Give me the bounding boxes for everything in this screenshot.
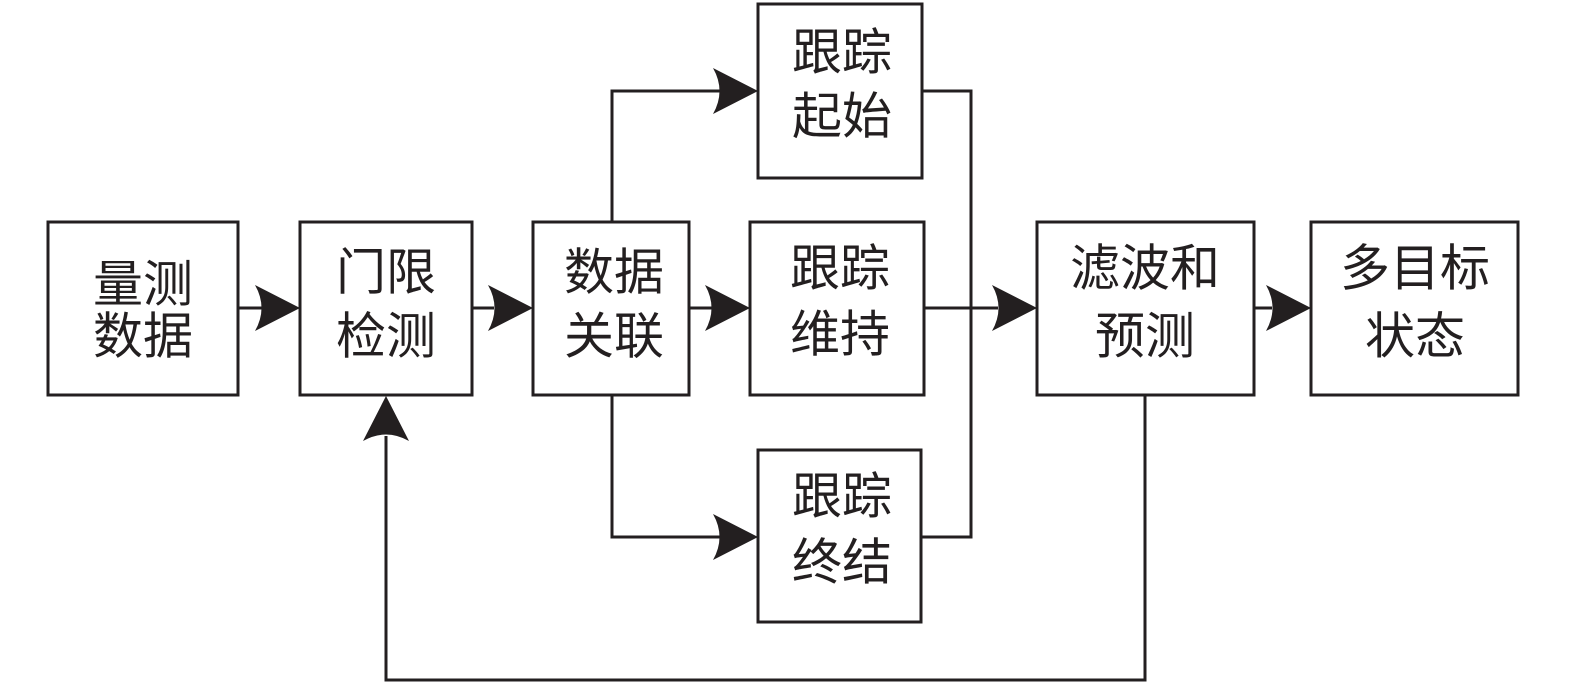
connectors <box>238 89 1272 682</box>
node-threshold-detection: 门限 检测 <box>298 220 474 397</box>
node-box <box>756 448 923 624</box>
node-box <box>748 220 926 397</box>
node-label-line2: 状态 <box>1365 308 1465 366</box>
node-box <box>756 2 924 180</box>
node-label-line2: 关联 <box>564 308 664 366</box>
node-track-termination: 跟踪 终结 <box>756 448 923 624</box>
node-label-line2: 终结 <box>792 534 892 592</box>
edge-initiation-to-bus <box>921 89 973 539</box>
node-label-line2: 起始 <box>792 88 892 146</box>
node-box <box>531 220 691 397</box>
node-filtering-prediction: 滤波和 预测 <box>1035 220 1256 397</box>
edge-feedback-to-threshold <box>384 395 1147 682</box>
arrowhead-to-association <box>488 285 533 331</box>
node-label-line2: 预测 <box>1095 308 1195 366</box>
arrowhead-to-multitarget <box>1266 285 1311 331</box>
arrowhead-to-threshold <box>255 285 300 331</box>
arrowhead-to-maintenance <box>705 285 750 331</box>
node-label-line2: 维持 <box>790 306 890 364</box>
node-measurement-data: 量测 数据 <box>46 220 240 397</box>
node-label-line2: 检测 <box>336 308 436 366</box>
node-track-initiation: 跟踪 起始 <box>756 2 924 180</box>
node-label-line2: 数据 <box>93 308 193 366</box>
node-label-line1: 门限 <box>336 244 436 302</box>
arrowhead-to-termination <box>713 514 758 560</box>
arrowhead-feedback-up <box>363 396 409 441</box>
node-label-line1: 滤波和 <box>1070 240 1220 298</box>
node-data-association: 数据 关联 <box>531 220 691 397</box>
node-box <box>298 220 474 397</box>
node-box <box>1035 220 1256 397</box>
edge-association-to-initiation <box>610 89 720 222</box>
node-label-line1: 跟踪 <box>792 24 892 82</box>
node-track-maintenance: 跟踪 维持 <box>748 220 926 397</box>
node-label-line1: 多目标 <box>1340 240 1490 298</box>
node-label-line1: 数据 <box>564 244 664 302</box>
node-multi-target-state: 多目标 状态 <box>1309 220 1520 397</box>
arrowhead-to-initiation <box>713 68 758 114</box>
edge-association-to-termination <box>610 395 720 539</box>
node-box <box>1309 220 1520 397</box>
node-label-line1: 跟踪 <box>792 468 892 526</box>
node-label-line1: 跟踪 <box>790 240 890 298</box>
node-box <box>46 220 240 397</box>
node-label-line1: 量测 <box>93 256 193 314</box>
arrowheads <box>255 68 1311 560</box>
arrowhead-to-filtering <box>992 285 1037 331</box>
